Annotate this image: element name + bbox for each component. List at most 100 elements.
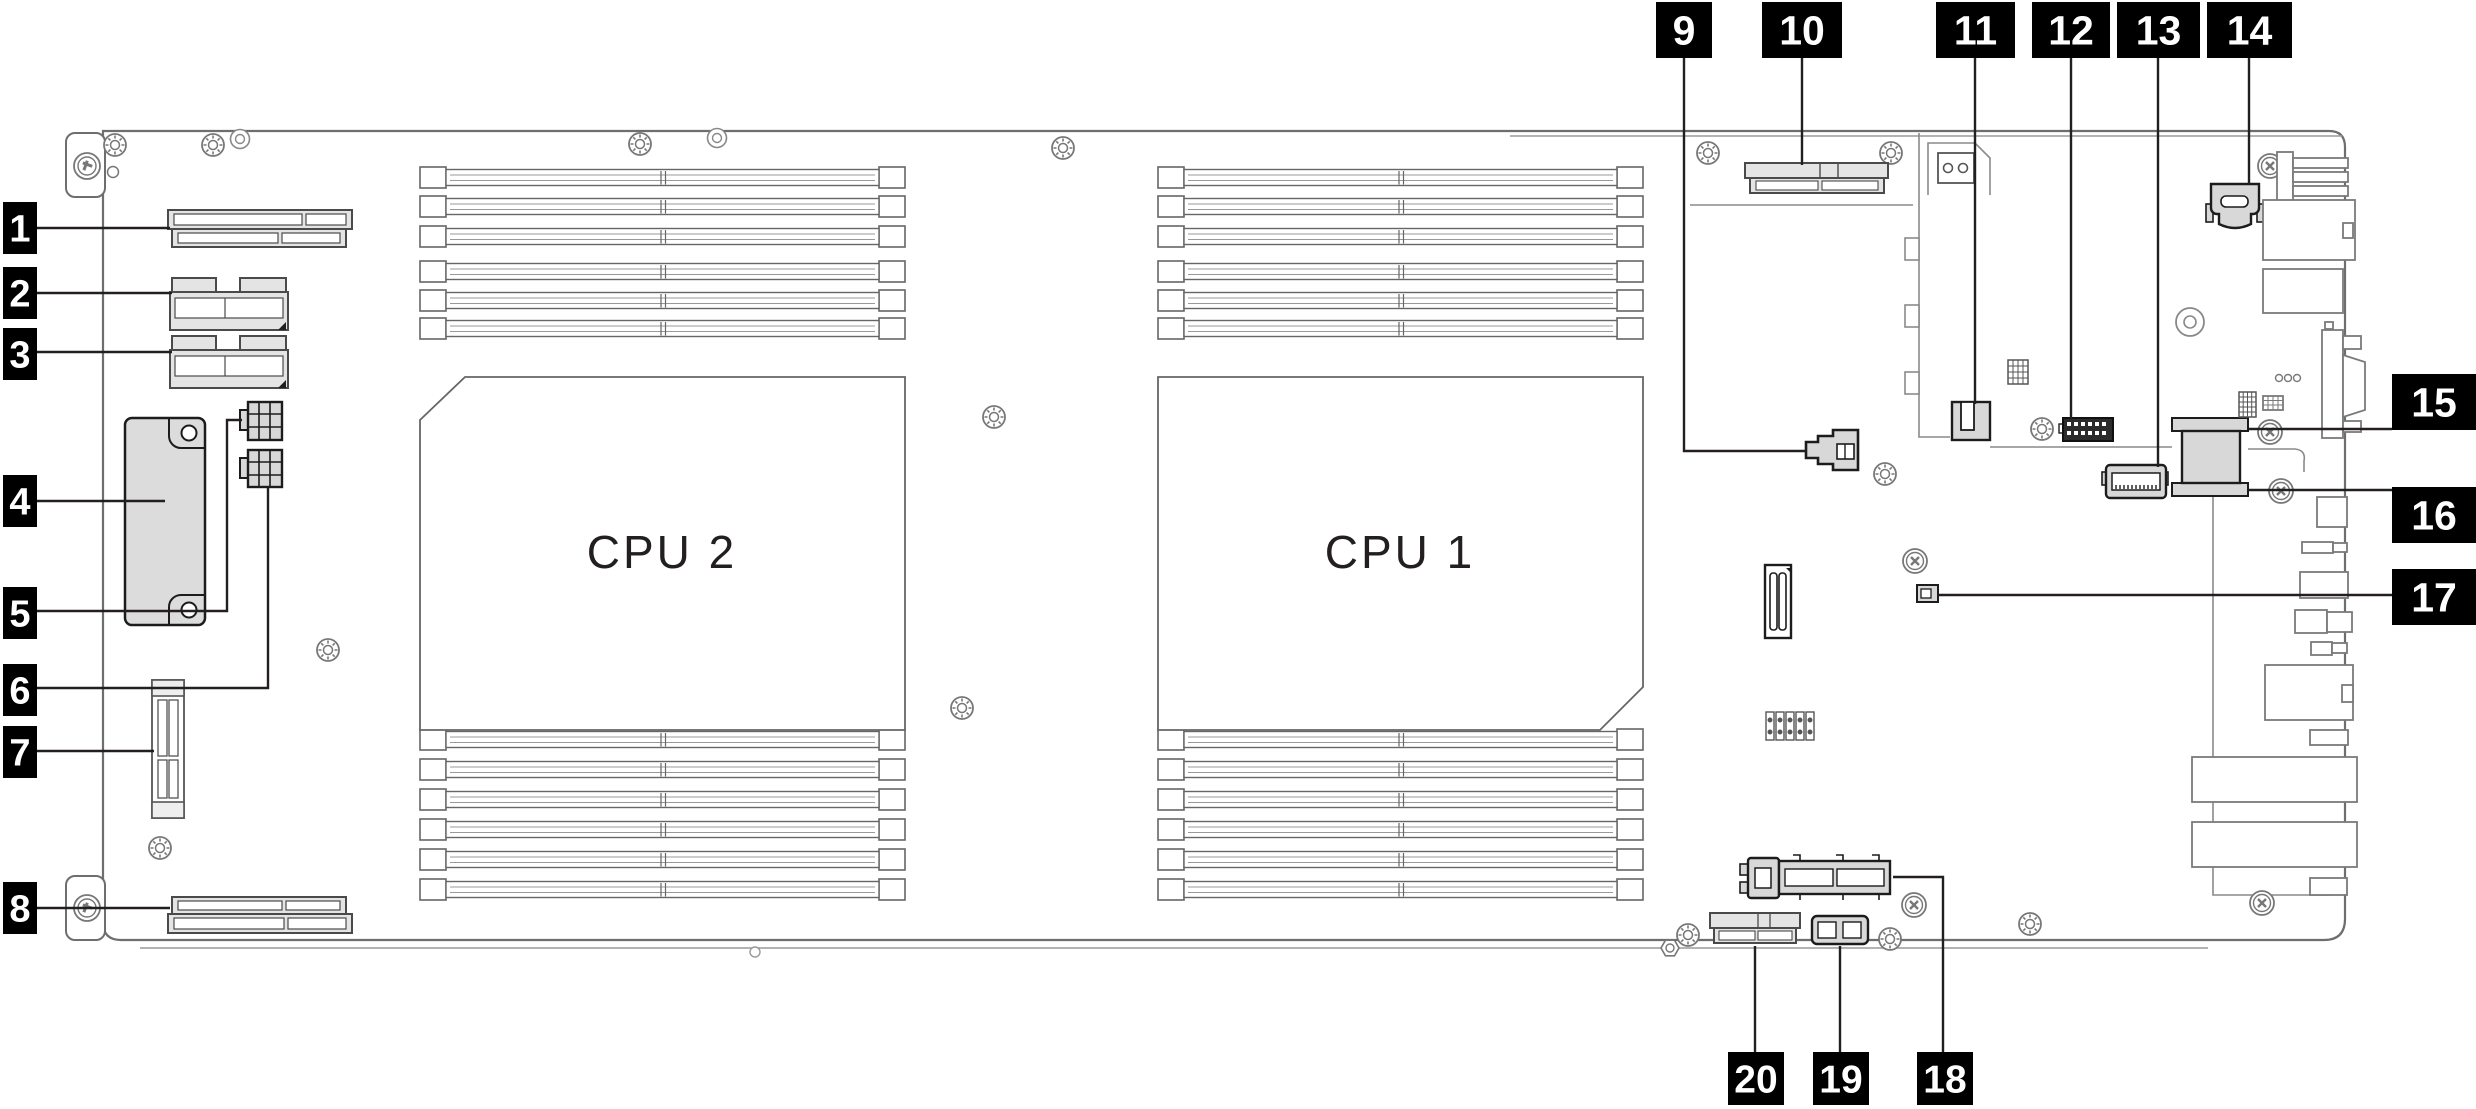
- dimm-slot: [1157, 848, 1644, 871]
- callout-box-13: [2117, 2, 2200, 58]
- callout-box-15: [2392, 374, 2476, 430]
- dimm-slot: [1157, 225, 1644, 248]
- port-block: [2264, 664, 2354, 721]
- dimm-slot: [419, 818, 906, 841]
- dimm-slot: [419, 728, 906, 751]
- callout-number-14: 14: [2227, 8, 2273, 54]
- dimm-slot: [419, 195, 906, 218]
- connector-11: [1950, 400, 1992, 442]
- callout-box-4: [3, 475, 37, 527]
- dimm-slot: [1157, 166, 1644, 189]
- callout-number-13: 13: [2136, 8, 2182, 54]
- callout-number-8: 8: [9, 889, 30, 931]
- cpu1-label: CPU 1: [1325, 526, 1475, 578]
- dimm-slot: [1157, 260, 1644, 283]
- port-notch: [2342, 222, 2354, 239]
- screw-icon: [1878, 927, 1902, 951]
- callout-number-17: 17: [2411, 575, 2457, 621]
- port-block: [2316, 496, 2348, 528]
- board-section-lines: [1690, 133, 2330, 896]
- callout-box-5: [3, 587, 37, 639]
- port-block: [2262, 268, 2344, 314]
- screw-icon: [2030, 417, 2054, 441]
- long-port: [2191, 756, 2358, 803]
- screw-icon: [1696, 141, 1720, 165]
- pin-header-5: [239, 400, 284, 442]
- callout-box-20: [1728, 1052, 1784, 1105]
- small-plug: [2294, 609, 2328, 634]
- callout-box-10: [1762, 2, 1842, 58]
- screw-icon: [2248, 889, 2276, 917]
- connector-17: [1916, 584, 1939, 603]
- cpu1-socket: [1157, 376, 1644, 731]
- power-blade: [2292, 171, 2349, 183]
- screws: [103, 127, 2295, 957]
- power-blade-bracket: [2276, 151, 2294, 204]
- screw-icon: [103, 133, 127, 157]
- callout-leader-5: [37, 418, 242, 613]
- connector-9-plug: [1804, 428, 1860, 472]
- dimm-slot: [419, 166, 906, 189]
- screw-icon: [1873, 462, 1897, 486]
- screw-icon: [316, 638, 340, 662]
- dimm-slot: [419, 317, 906, 340]
- dimm-slot: [419, 788, 906, 811]
- pin-header-6: [239, 448, 284, 489]
- nut-icon: [1660, 939, 1680, 957]
- screw-icon: [2018, 912, 2042, 936]
- mid-right-connectors: [1709, 152, 2265, 946]
- callout-number-9: 9: [1673, 8, 1696, 54]
- dimm-slot: [1157, 195, 1644, 218]
- connector-12-header: [2058, 417, 2114, 442]
- callout-number-18: 18: [1923, 1058, 1966, 1101]
- module-4: [123, 416, 207, 627]
- screw-icon: [1901, 547, 1929, 575]
- dimm-slot: [1157, 878, 1644, 901]
- dimm-slot: [419, 289, 906, 312]
- screw-icon: [2256, 418, 2284, 446]
- riser-bay-tab: [1904, 371, 1920, 395]
- small-plug: [2309, 877, 2348, 896]
- guide-pin-icon: [2175, 307, 2205, 337]
- callout-leader-6: [37, 487, 270, 690]
- connector-15-16-block: [2171, 417, 2249, 497]
- callout-number-10: 10: [1779, 8, 1825, 54]
- callout-number-12: 12: [2048, 8, 2094, 54]
- connector-19: [1810, 914, 1870, 946]
- callout-leader-9: [1682, 58, 1806, 453]
- connector-1-slot: [167, 209, 353, 248]
- small-plug: [2309, 729, 2349, 746]
- callout-box-9: [1656, 2, 1712, 58]
- callout-box-14: [2207, 2, 2292, 58]
- dimm-slot: [419, 848, 906, 871]
- dimm-slot: [1157, 317, 1644, 340]
- callout-box-3: [3, 328, 37, 380]
- led-cluster: [2274, 373, 2302, 383]
- pin-grid: [2238, 391, 2257, 418]
- io-divider-curve: [2248, 448, 2306, 472]
- standoff-icon: [706, 127, 728, 149]
- callout-box-17: [2392, 569, 2476, 625]
- rear-io-ports: [2191, 151, 2366, 896]
- small-plug: [2332, 542, 2348, 553]
- connector-10-slot: [1744, 162, 1889, 194]
- jumper-header-row: [1765, 711, 1815, 741]
- callout-number-19: 19: [1819, 1058, 1862, 1101]
- port-block: [2262, 199, 2356, 261]
- port-notch: [2341, 684, 2354, 703]
- port-tab: [2342, 335, 2362, 350]
- callout-box-12: [2032, 2, 2110, 58]
- power-blade: [2292, 157, 2349, 169]
- callout-number-16: 16: [2411, 493, 2457, 539]
- small-plug: [2301, 541, 2334, 554]
- callout-box-1: [3, 202, 37, 254]
- dimm-slot: [419, 758, 906, 781]
- callout-box-2: [3, 267, 37, 319]
- callout-box-6: [3, 664, 37, 716]
- riser-bay-tab: [1904, 304, 1920, 328]
- dimm-slot: [1157, 728, 1644, 751]
- connector-7-slot: [151, 679, 185, 819]
- internal-vertical-connector: [1763, 563, 1793, 640]
